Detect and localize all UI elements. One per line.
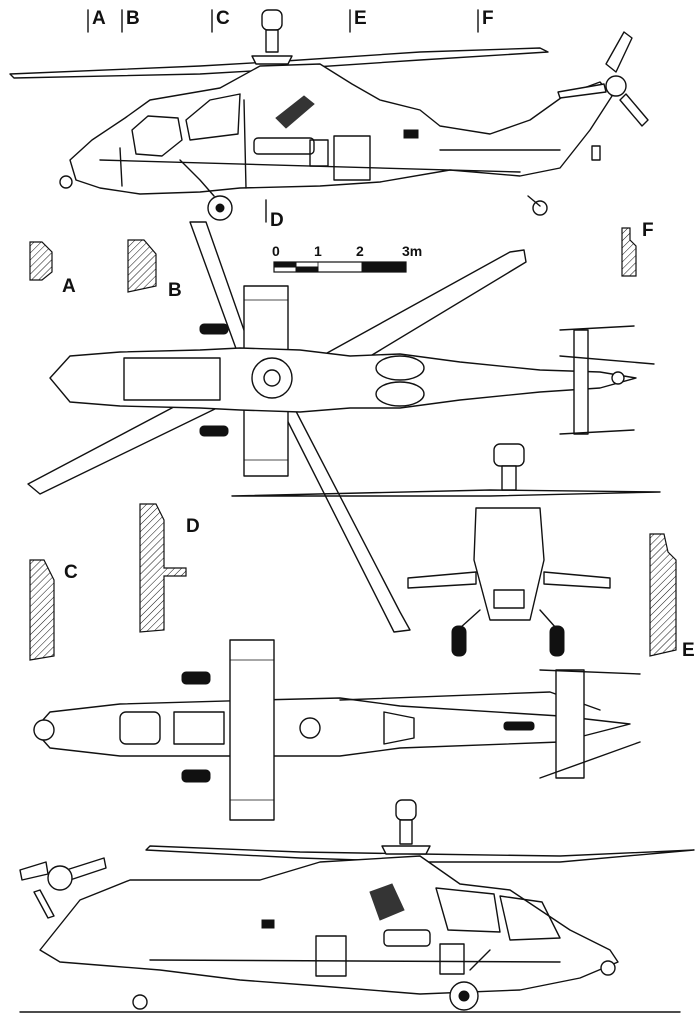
- section-markers: A B C E F D: [87, 8, 494, 231]
- marker-a: A: [92, 8, 106, 29]
- section-label-b: B: [168, 280, 182, 301]
- section-profile-b: B: [127, 239, 182, 301]
- section-label-c: C: [64, 562, 78, 583]
- scale-tick-0: 0: [272, 243, 280, 259]
- section-profile-a: A: [29, 241, 76, 297]
- marker-b: B: [126, 8, 140, 29]
- scale-tick-2: 2: [356, 243, 364, 259]
- front-view: [231, 443, 661, 657]
- top-view: [27, 221, 655, 633]
- scale-tick-3m: 3m: [402, 243, 422, 259]
- section-profile-c: C: [29, 559, 78, 661]
- mast-sight-icon: [251, 9, 293, 65]
- marker-f: F: [482, 8, 494, 29]
- section-profile-e: E: [649, 533, 695, 661]
- marker-c: C: [216, 8, 230, 29]
- scale-bar: 0 1 2 3m: [272, 243, 422, 273]
- marker-d: D: [270, 210, 284, 231]
- section-profile-f: F: [621, 220, 654, 277]
- side-view-left: [9, 9, 649, 221]
- section-profile-d: D: [139, 503, 200, 633]
- bottom-view: [33, 639, 641, 821]
- marker-e: E: [354, 8, 367, 29]
- side-view-right: [19, 799, 695, 1013]
- mast-sight-lower-icon: [381, 799, 431, 855]
- section-label-f: F: [642, 220, 654, 241]
- section-label-e: E: [682, 640, 695, 661]
- section-label-d: D: [186, 516, 200, 537]
- scale-tick-1: 1: [314, 243, 322, 259]
- section-label-a: A: [62, 276, 76, 297]
